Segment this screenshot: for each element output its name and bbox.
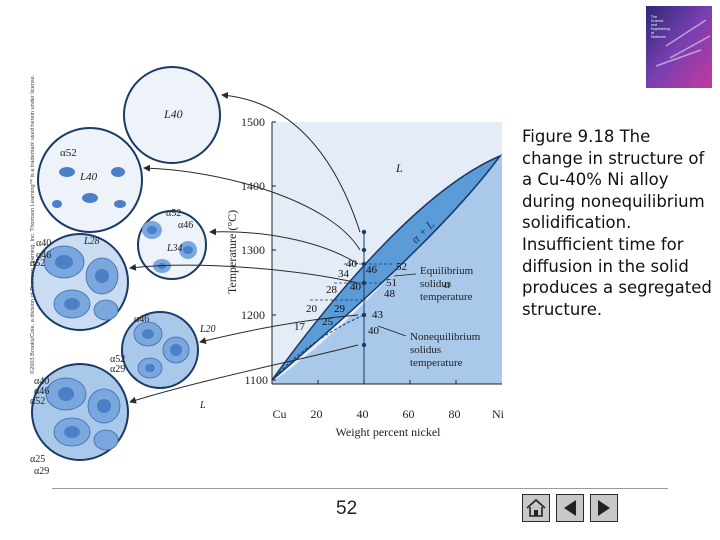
composition-label: 25 — [322, 316, 334, 328]
y-tick-label: 1500 — [241, 115, 265, 129]
x-tick-label: 40 — [357, 407, 369, 421]
book-cover-thumbnail: The Science and Engineering of Materials — [646, 6, 712, 88]
microstructure-circle-1: L40 — [123, 66, 221, 164]
microstructure-circle-6: α40 α46 α52 α29 α25 L — [30, 363, 206, 477]
nonequilibrium-solidus-label: solidus — [410, 344, 441, 356]
micro-label: α52 — [110, 354, 125, 365]
previous-slide-button[interactable] — [556, 494, 584, 522]
micro-label: α40 — [36, 238, 51, 249]
next-slide-button[interactable] — [590, 494, 618, 522]
svg-text:40 34 28 20: 40 34 28 20 17 46 40 29 25 52 51 48 43 4… — [294, 258, 410, 337]
arrow-right-icon — [598, 500, 610, 516]
x-ticks — [317, 380, 457, 384]
svg-text:Equilibrium solidus: Equilibrium solidus temperature — [420, 265, 476, 303]
x-tick-label: 80 — [449, 407, 461, 421]
home-icon — [526, 498, 546, 517]
equilibrium-label-leader — [393, 273, 417, 277]
footer-divider — [52, 488, 668, 489]
composition-label: 40 — [346, 258, 358, 270]
micro-label: α52 — [30, 258, 45, 269]
region-alpha-label: α — [444, 277, 451, 291]
micro-label: α46 — [34, 386, 49, 397]
microstructure-circle-4: α40 α46 α52 L28 — [30, 233, 129, 331]
composition-label: 40 — [350, 281, 362, 293]
arrow-left-icon — [564, 500, 576, 516]
alpha-field — [272, 156, 502, 384]
micro-label: α52 — [30, 396, 45, 407]
composition-label: 34 — [338, 268, 350, 280]
composition-label: 28 — [326, 284, 338, 296]
y-tick-label: 1100 — [244, 373, 268, 387]
composition-label: 51 — [386, 277, 397, 289]
composition-label: 40 — [368, 325, 380, 337]
micro-label: L34 — [166, 243, 183, 254]
composition-label: 20 — [306, 303, 318, 315]
svg-text:The Science and En: The Science and Engineering of Materials — [650, 15, 671, 39]
nonequilibrium-solidus — [271, 314, 365, 381]
x-tick-label: Ni — [492, 407, 505, 421]
x-tick-label: 60 — [403, 407, 415, 421]
svg-text:1500 1400 1300: 1500 1400 1300 1200 1100 — [241, 115, 268, 387]
micro-label: α40 — [34, 376, 49, 387]
micro-label: L28 — [83, 236, 100, 247]
book-title-line: of — [651, 31, 655, 35]
composition-label: 29 — [334, 303, 346, 315]
y-tick-label: 1200 — [241, 308, 265, 322]
micro-label: L40 — [163, 107, 183, 121]
composition-label: 52 — [396, 261, 407, 273]
micro-label: α29 — [110, 364, 125, 375]
y-ticks — [272, 121, 276, 381]
micro-label: α46 — [36, 250, 51, 261]
y-tick-label: 1300 — [241, 243, 265, 257]
nonequilibrium-solidus-label: temperature — [410, 357, 463, 369]
home-button[interactable] — [522, 494, 550, 522]
book-title-line: The — [650, 15, 657, 19]
micro-label: α46 — [134, 314, 149, 325]
leader-arrows — [129, 92, 361, 404]
microstructure-circle-3: α52 α46 L34 — [137, 208, 207, 280]
book-title-line: Materials — [651, 35, 666, 39]
composition-label: 46 — [366, 264, 378, 276]
micro-label: α52 — [166, 208, 181, 219]
nonequilibrium-solidus-label: Nonequilibrium — [410, 331, 481, 343]
equilibrium-solidus-label: Equilibrium — [420, 265, 474, 277]
book-title-line: and — [651, 23, 657, 27]
micro-label: L20 — [199, 324, 216, 335]
svg-text:Nonequilibrium solidus: Nonequilibrium solidus temperature — [410, 331, 483, 369]
microstructure-circle-5: α46 α52 α29 L20 — [110, 311, 216, 389]
nonequilibrium-label-leader — [377, 325, 407, 337]
book-title-line: Science — [651, 19, 663, 23]
tie-lines — [310, 263, 392, 301]
book-title-line: Engineering — [651, 27, 670, 31]
y-axis-title: Temperature (°C) — [225, 210, 239, 294]
svg-text:Cu 20 40 60: Cu 20 40 60 80 Ni — [272, 407, 504, 421]
equilibrium-solidus-label: temperature — [420, 291, 473, 303]
two-phase-band — [271, 154, 503, 381]
micro-label: α52 — [60, 147, 77, 159]
micro-label: α46 — [178, 220, 193, 231]
region-liquid-label: L — [395, 161, 403, 175]
micro-label: α25 — [30, 454, 45, 465]
microstructure-circle-2: α52 L40 — [37, 127, 143, 233]
x-tick-label: 20 — [311, 407, 323, 421]
x-tick-label: Cu — [272, 407, 286, 421]
micro-label: α29 — [34, 466, 49, 477]
composition-label: 48 — [384, 288, 396, 300]
phase-diagram: 1500 1400 1300 1200 1100 Cu 20 40 60 80 … — [225, 115, 505, 439]
x-axis-title: Weight percent nickel — [336, 425, 442, 439]
copyright-notice: ©2003 Brooks/Cole, a division of Thomson… — [30, 74, 36, 374]
figure-caption: Figure 9.18 The change in structure of a… — [522, 127, 712, 319]
composition-label: 43 — [372, 309, 384, 321]
micro-label: L — [199, 400, 206, 411]
page-number: 52 — [336, 498, 358, 519]
micro-label: L40 — [79, 171, 98, 183]
equilibrium-solidus-label: solidus — [420, 278, 451, 290]
composition-label: 17 — [294, 321, 306, 333]
